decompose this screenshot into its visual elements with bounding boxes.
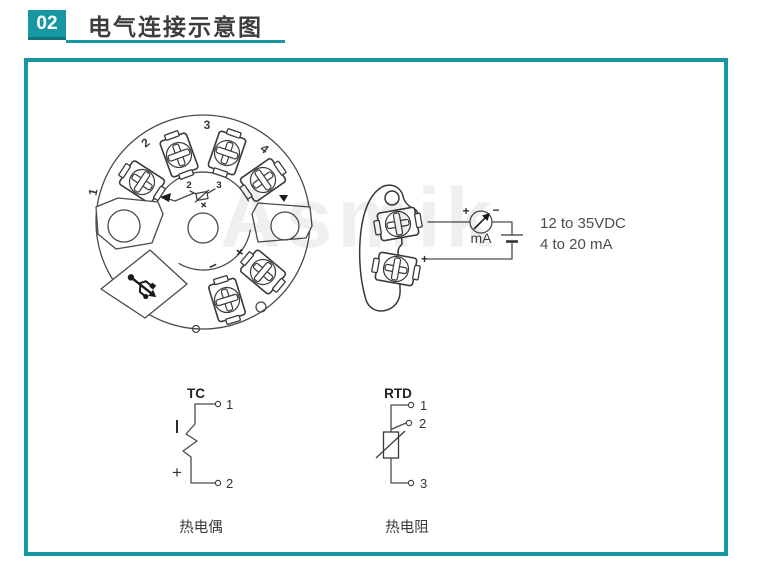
ma-meter: + − mA xyxy=(462,203,499,246)
tc-zigzag xyxy=(182,403,216,484)
tc-terminal-1-dot xyxy=(214,400,222,408)
bracket-hole xyxy=(384,190,400,206)
right-mounting-panel xyxy=(251,202,313,243)
loop-wire-right xyxy=(491,221,513,235)
supply-voltage-label: 12 to 35VDC xyxy=(540,215,626,232)
tc-caption: 热电偶 xyxy=(179,519,223,536)
screw-terminal-3 xyxy=(205,125,249,181)
small-hole-1 xyxy=(255,301,267,313)
small-hole-2 xyxy=(191,324,201,334)
rtd-terminal-3-dot xyxy=(407,479,415,487)
tc-terminal-1-label: 1 xyxy=(226,397,233,412)
usb-icon xyxy=(127,274,157,300)
rtd-wire-3 xyxy=(390,457,409,484)
left-mounting-panel xyxy=(95,197,164,250)
center-hole xyxy=(187,212,219,244)
terminal-label-2: 2 xyxy=(139,135,153,150)
rtd-title: RTD xyxy=(384,386,412,401)
rtd-diagram: RTD 1 2 3 热电阻 xyxy=(375,386,429,536)
page-title: 电气连接示意图 xyxy=(88,14,263,40)
tc-terminal-2-label: 2 xyxy=(226,476,233,491)
section-number-badge: 02 xyxy=(28,10,66,40)
terminal-label-4: 4 xyxy=(258,141,272,156)
rtd-terminal-1-dot xyxy=(407,401,415,409)
mini-rtd-symbol xyxy=(194,189,210,203)
rtd-terminal-3-label: 3 xyxy=(420,476,427,491)
screw-terminal-minus xyxy=(205,272,249,328)
rtd-wire-1 xyxy=(390,404,409,433)
tc-title: TC xyxy=(187,386,205,401)
terminal-label-3: 3 xyxy=(204,118,211,132)
transmitter-head: 1 2 3 4 2 3 + − + xyxy=(86,114,313,334)
left-mounting-hole xyxy=(107,209,141,243)
battery-icon xyxy=(501,234,523,243)
meter-unit-label: mA xyxy=(471,230,493,246)
output-minus-label: − xyxy=(206,256,220,274)
rtd-terminal-2-label: 2 xyxy=(419,416,426,431)
tc-plus-label: + xyxy=(172,463,182,482)
screw-terminal-plus xyxy=(235,245,291,299)
meter-plus-label: + xyxy=(462,204,469,218)
rtd-terminal-2-dot xyxy=(405,419,413,427)
wire-arrow-right-icon xyxy=(279,195,288,202)
terminal-label-1: 1 xyxy=(86,187,101,197)
screw-terminal-2 xyxy=(157,127,201,183)
right-mounting-hole xyxy=(270,211,300,241)
rtd-resistor xyxy=(382,431,400,459)
inner-label-2: 2 xyxy=(186,180,191,191)
usb-panel xyxy=(100,249,188,319)
rtd-wire-2 xyxy=(391,422,407,430)
title-underline xyxy=(66,40,285,43)
rtd-caption: 热电阻 xyxy=(385,519,429,536)
meter-minus-label: − xyxy=(492,203,499,217)
rtd-resistor-diagonal xyxy=(375,430,406,459)
tc-terminal-2-dot xyxy=(214,479,222,487)
tc-diagram: TC 1 2 + 热电偶 xyxy=(172,386,233,536)
current-loop-circuit: + − mA 12 to 35VDC 4 to 20 mA xyxy=(427,203,626,260)
inner-label-3: 3 xyxy=(216,180,221,191)
supply-current-label: 4 to 20 mA xyxy=(540,236,613,253)
bracket-plus-label: + xyxy=(421,252,428,266)
rtd-terminal-1-label: 1 xyxy=(420,398,427,413)
wire-arrow-left-icon xyxy=(160,193,171,202)
inner-arc-bottom xyxy=(178,229,251,271)
connector-bracket: + xyxy=(358,184,428,312)
loop-wire-bottom xyxy=(427,242,513,260)
